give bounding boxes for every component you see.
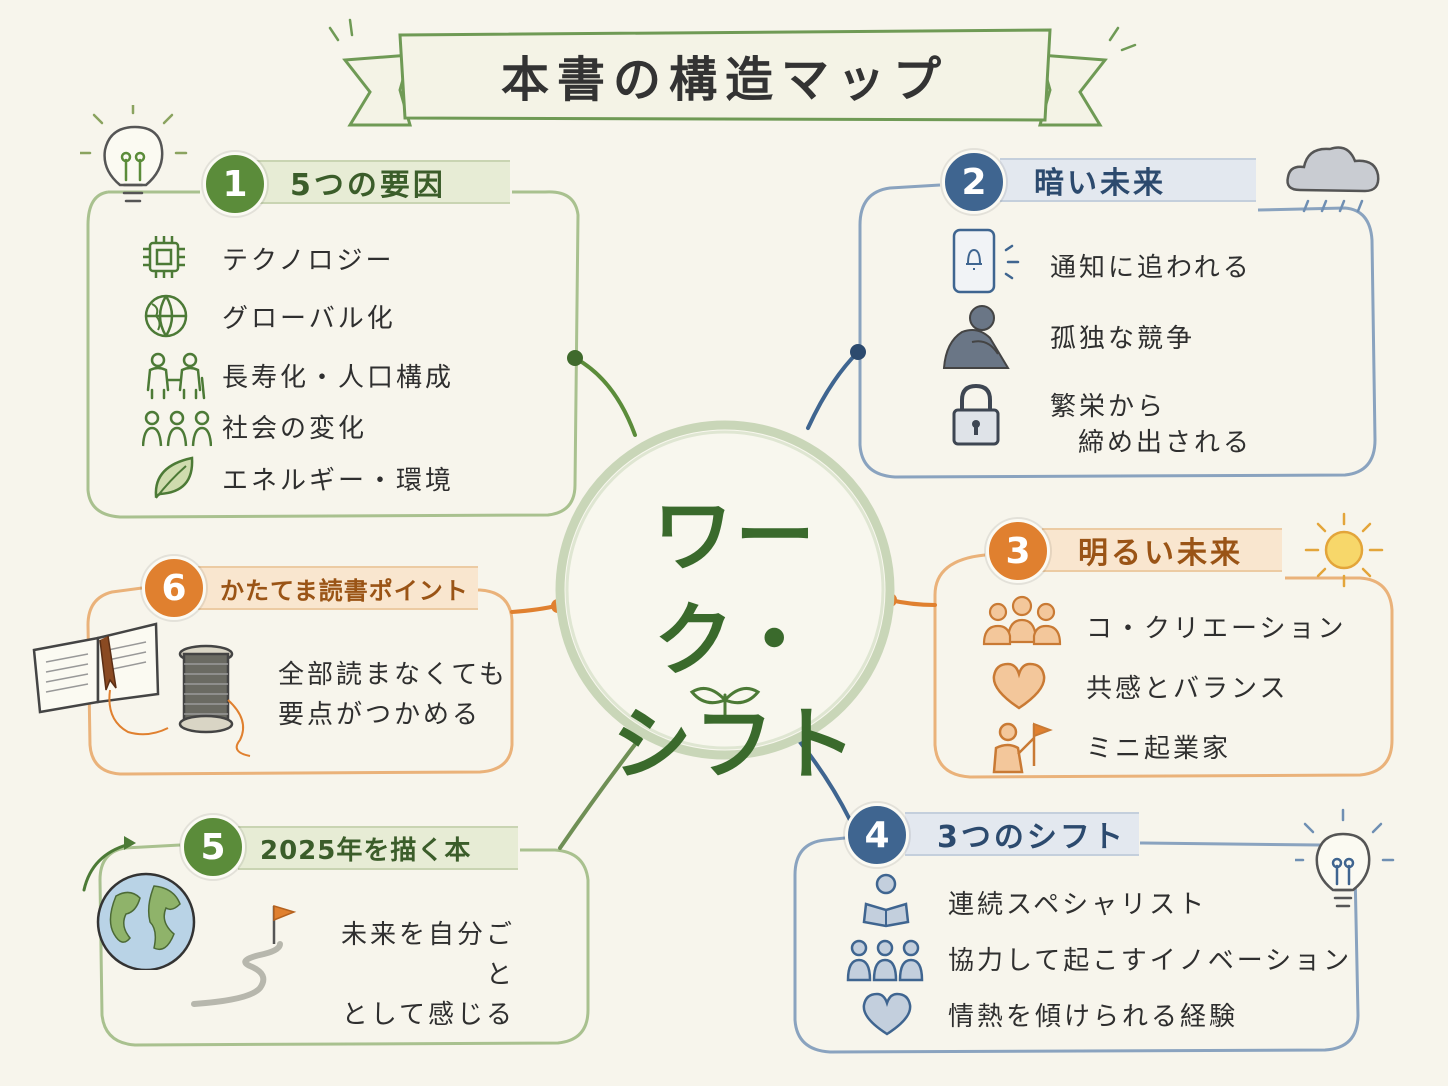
section4-number: 4 (845, 803, 909, 867)
lightbulb-icon (80, 105, 188, 203)
leaf-icon (154, 456, 194, 499)
sad-person-icon (942, 305, 1010, 369)
elderly-couple-icon (146, 352, 206, 400)
flag-person-icon (992, 722, 1053, 774)
s4-item-specialist: 連続スペシャリスト (948, 890, 1208, 920)
section1-title: 5つの要因 (290, 168, 446, 203)
team-icon (846, 939, 924, 982)
section6-frame (86, 586, 514, 776)
title-banner (342, 28, 1108, 127)
lock-icon (952, 383, 1000, 446)
s6-line-2: 要点がつかめる (278, 700, 482, 730)
team-icon (982, 595, 1062, 646)
s5-line-2: として感じる (341, 1000, 515, 1030)
globe-icon (144, 294, 188, 338)
section1-header: 5つの要因 (238, 160, 510, 204)
sun-icon (1304, 512, 1384, 588)
section5-frame (98, 843, 590, 1047)
chip-icon (143, 236, 185, 278)
open-book-icon (32, 622, 169, 736)
center-topic: ワーク・ シフト (585, 485, 885, 797)
s2-item-excluded-1: 繁栄から (1050, 392, 1167, 422)
page-title: 本書の構造マップ (500, 52, 949, 108)
section3-header: 明るい未来 (1042, 528, 1282, 572)
section1-frame (86, 190, 580, 519)
thread-spool-icon (178, 644, 251, 757)
center-line-2: シフト (612, 698, 858, 791)
s3-item-cocreation: コ・クリエーション (1086, 614, 1347, 644)
section4-header: 3つのシフト (905, 812, 1139, 856)
cloud-rain-icon (1286, 146, 1380, 213)
center-circle (555, 420, 895, 760)
section6-number: 6 (142, 556, 206, 620)
heart-icon (862, 992, 912, 1036)
section3-title: 明るい未来 (1078, 536, 1243, 571)
section1-number: 1 (203, 152, 267, 216)
section6-header: かたてま読書ポイント (198, 566, 478, 610)
section4-title: 3つのシフト (937, 820, 1126, 855)
s5-line-1: 未来を自分ごと (340, 920, 515, 990)
section2-title: 暗い未来 (1034, 166, 1166, 201)
s2-item-notifications: 通知に追われる (1050, 253, 1252, 283)
s4-item-innovation: 協力して起こすイノベーション (948, 946, 1353, 976)
lightbulb-icon (1295, 808, 1395, 908)
section5-number: 5 (181, 815, 245, 879)
section2-header: 暗い未来 (1000, 158, 1256, 202)
section5-header: 2025年を描く本 (238, 826, 518, 870)
heart-icon (992, 662, 1046, 710)
s1-item-society: 社会の変化 (222, 414, 368, 444)
sprout-icon (689, 686, 761, 722)
s1-item-longevity: 長寿化・人口構成 (222, 363, 455, 393)
earth-icon (82, 836, 196, 970)
section2-frame (858, 183, 1377, 479)
section3-frame (933, 553, 1394, 779)
section3-number: 3 (986, 519, 1050, 583)
s4-item-passion: 情熱を傾けられる経験 (948, 1002, 1239, 1032)
center-line-1: ワーク・ (653, 490, 817, 687)
section2-number: 2 (942, 150, 1006, 214)
s3-item-empathy: 共感とバランス (1086, 674, 1289, 704)
flag-road-icon (191, 904, 297, 1007)
s5-description: 未来を自分ごと として感じる (330, 915, 515, 1035)
s6-line-1: 全部読まなくても (278, 660, 508, 690)
s1-item-energy: エネルギー・環境 (222, 466, 455, 496)
smartphone-bell-icon (952, 228, 1020, 294)
s2-item-excluded-2: 締め出される (1078, 428, 1253, 458)
s1-item-globalization: グローバル化 (222, 304, 396, 334)
reader-icon (862, 873, 910, 928)
s3-item-mini-entrepreneur: ミニ起業家 (1086, 734, 1232, 764)
s2-item-lonely: 孤独な競争 (1050, 324, 1196, 354)
section5-title: 2025年を描く本 (260, 835, 472, 866)
section6-title: かたてま読書ポイント (220, 576, 469, 605)
s6-description: 全部読まなくても 要点がつかめる (278, 655, 508, 735)
people-group-icon (142, 410, 212, 447)
s1-item-technology: テクノロジー (222, 246, 395, 276)
